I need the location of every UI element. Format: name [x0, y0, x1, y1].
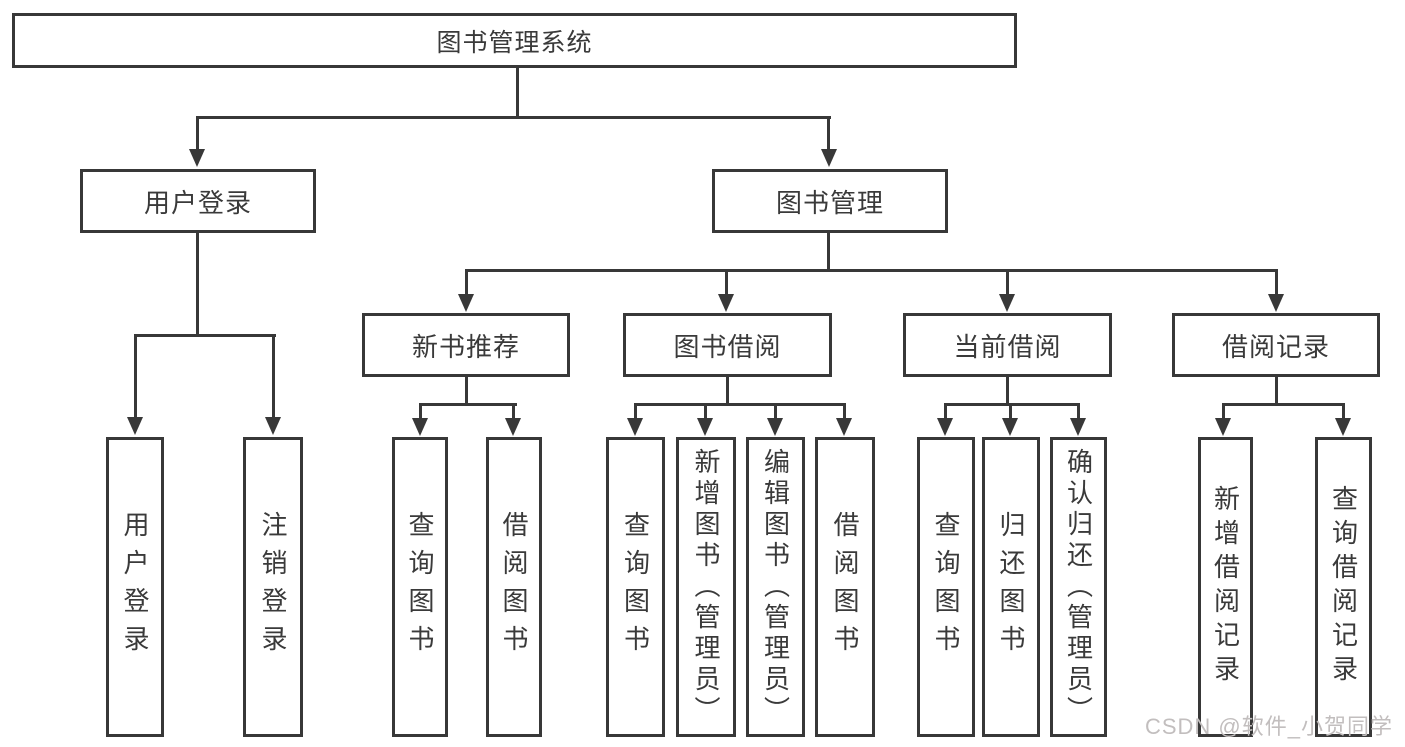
node-label: 借阅记录	[1221, 331, 1330, 362]
leaf-cb-confirm-return-admin: 确认归还（管理员）	[1050, 437, 1107, 737]
arrowhead-br-query	[1335, 418, 1351, 436]
node-label: 图书管理系统	[436, 28, 593, 57]
connector-drop-br-query	[1342, 403, 1345, 419]
node-borrowing-records: 借阅记录	[1172, 313, 1380, 377]
connector-new-books-rail	[419, 403, 517, 406]
arrowhead-new-books	[458, 294, 474, 312]
connector-drop-bb-edit	[774, 403, 777, 419]
connector-records-rail	[1222, 403, 1345, 406]
connector-drop-bb-add	[704, 403, 707, 419]
connector-records-stem	[1275, 377, 1278, 405]
node-label: 图书借阅	[673, 331, 782, 362]
connector-user-login-rail	[134, 334, 276, 337]
leaf-bb-query-books: 查询图书	[606, 437, 665, 737]
leaf-br-query-record: 查询借阅记录	[1315, 437, 1372, 737]
arrowhead-bb-query	[627, 418, 643, 436]
connector-current-stem	[1006, 377, 1009, 405]
connector-drop-new-books	[465, 269, 468, 295]
connector-drop-leaf-login	[134, 334, 137, 418]
leaf-bb-borrow-books: 借阅图书	[815, 437, 875, 737]
connector-drop-nb-borrow	[512, 403, 515, 419]
connector-drop-nb-query	[419, 403, 422, 419]
connector-drop-user-login	[196, 116, 199, 150]
leaf-nb-borrow-books: 借阅图书	[486, 437, 542, 737]
connector-drop-br-add	[1222, 403, 1225, 419]
leaf-cb-return-books: 归还图书	[982, 437, 1040, 737]
leaf-label: 新增借阅记录	[1210, 485, 1241, 689]
arrowhead-book-mgmt	[821, 149, 837, 167]
leaf-cb-query-books: 查询图书	[917, 437, 975, 737]
leaf-label: 查询图书	[405, 511, 435, 663]
leaf-label: 归还图书	[996, 511, 1026, 663]
connector-book-mgmt-rail	[465, 269, 1278, 272]
node-current-borrowing: 当前借阅	[903, 313, 1112, 377]
arrowhead-borrowing	[718, 294, 734, 312]
connector-drop-cb-query	[944, 403, 947, 419]
connector-drop-cb-return	[1009, 403, 1012, 419]
connector-drop-leaf-logout	[272, 334, 275, 418]
node-label: 当前借阅	[953, 331, 1062, 362]
connector-drop-current	[1006, 269, 1009, 295]
leaf-bb-edit-books-admin: 编辑图书（管理员）	[746, 437, 805, 737]
leaf-label: 确认归还（管理员）	[1063, 447, 1094, 727]
node-label: 用户登录	[143, 187, 252, 218]
arrowhead-user-login	[189, 149, 205, 167]
leaf-label: 新增图书（管理员）	[691, 447, 721, 727]
connector-root-rail	[196, 116, 831, 119]
connector-drop-book-mgmt	[827, 116, 830, 150]
arrowhead-nb-borrow	[505, 418, 521, 436]
leaf-label: 查询借阅记录	[1328, 485, 1359, 689]
arrowhead-current	[999, 294, 1015, 312]
leaf-label: 借阅图书	[830, 511, 860, 663]
arrowhead-cb-query	[937, 418, 953, 436]
node-book-borrowing: 图书借阅	[623, 313, 832, 377]
leaf-nb-query-books: 查询图书	[392, 437, 448, 737]
connector-drop-bb-query	[634, 403, 637, 419]
arrowhead-leaf-logout	[265, 417, 281, 435]
leaf-label: 编辑图书（管理员）	[760, 447, 791, 727]
node-label: 新书推荐	[411, 331, 520, 362]
arrowhead-bb-add	[697, 418, 713, 436]
node-new-book-recommend: 新书推荐	[362, 313, 570, 377]
connector-root-stem	[516, 68, 519, 119]
leaf-user-login: 用户登录	[106, 437, 164, 737]
connector-new-books-stem	[465, 377, 468, 405]
connector-drop-records	[1275, 269, 1278, 295]
connector-borrowing-rail	[634, 403, 846, 406]
connector-drop-cb-confirm	[1077, 403, 1080, 419]
leaf-label: 注销登录	[258, 511, 288, 663]
node-label: 图书管理	[775, 187, 884, 218]
leaf-br-add-record: 新增借阅记录	[1198, 437, 1253, 737]
arrowhead-cb-confirm	[1070, 418, 1086, 436]
connector-drop-bb-borrow	[843, 403, 846, 419]
arrowhead-br-add	[1215, 418, 1231, 436]
arrowhead-nb-query	[412, 418, 428, 436]
leaf-label: 借阅图书	[499, 511, 529, 663]
connector-drop-borrowing	[725, 269, 728, 295]
leaf-logout: 注销登录	[243, 437, 303, 737]
arrowhead-cb-return	[1002, 418, 1018, 436]
connector-user-login-stem	[196, 233, 199, 336]
leaf-label: 查询图书	[620, 511, 651, 663]
leaf-label: 用户登录	[120, 511, 150, 663]
watermark: CSDN @软件_小贺同学	[1144, 714, 1393, 739]
node-book-mgmt: 图书管理	[712, 169, 948, 233]
arrowhead-records	[1268, 294, 1284, 312]
leaf-bb-add-books-admin: 新增图书（管理员）	[676, 437, 736, 737]
node-root: 图书管理系统	[12, 13, 1017, 68]
connector-borrowing-stem	[726, 377, 729, 405]
arrowhead-bb-edit	[767, 418, 783, 436]
node-user-login: 用户登录	[80, 169, 316, 233]
arrowhead-leaf-login	[127, 417, 143, 435]
arrowhead-bb-borrow	[836, 418, 852, 436]
connector-current-rail	[944, 403, 1080, 406]
connector-book-mgmt-stem	[827, 233, 830, 272]
leaf-label: 查询图书	[931, 511, 961, 663]
